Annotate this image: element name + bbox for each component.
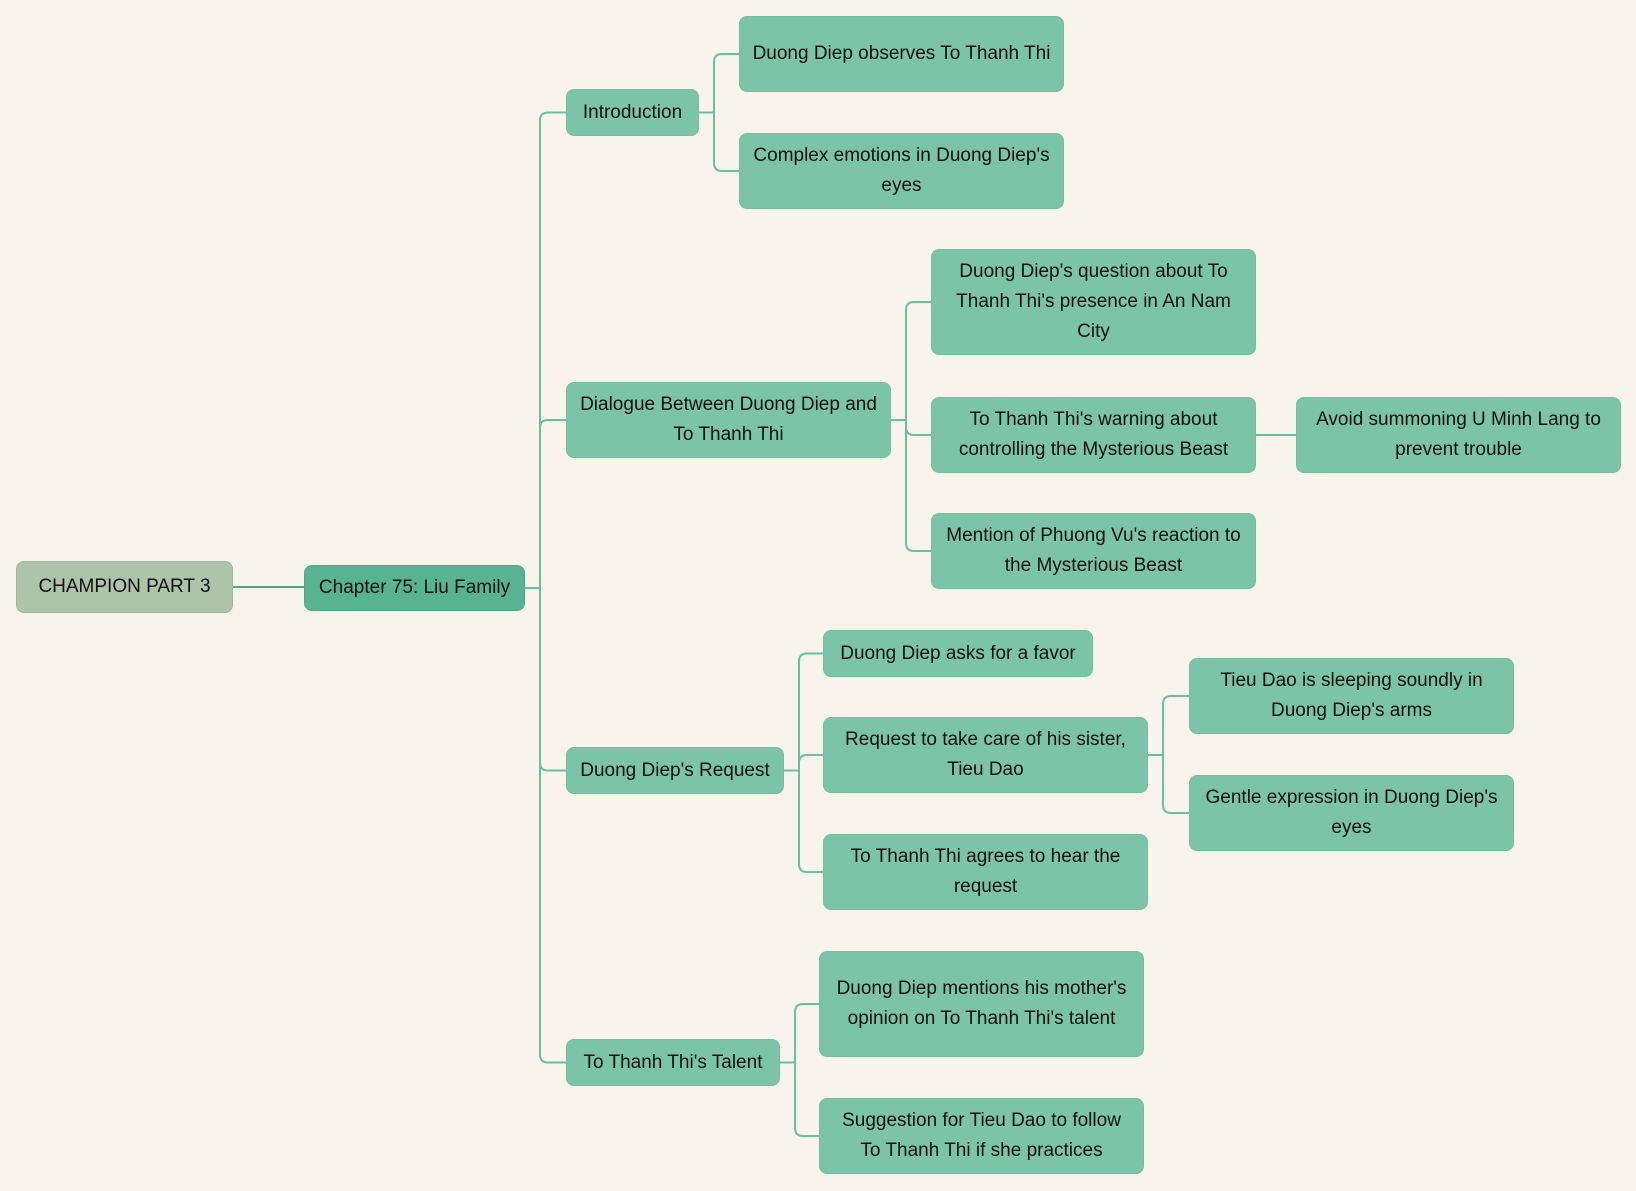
connector-line: [784, 652, 823, 772]
connector-line: [525, 587, 566, 772]
leaf-node[interactable]: Tieu Dao is sleeping soundly in Duong Di…: [1189, 658, 1514, 734]
connector-line: [891, 301, 931, 421]
connector-line: [784, 769, 823, 873]
leaf-node[interactable]: To Thanh Thi agrees to hear the request: [823, 834, 1148, 910]
connector-line: [525, 419, 566, 589]
leaf-node[interactable]: Gentle expression in Duong Diep's eyes: [1189, 775, 1514, 851]
connector-line: [699, 111, 739, 172]
connector-line: [525, 111, 566, 589]
section-talent[interactable]: To Thanh Thi's Talent: [566, 1039, 780, 1086]
leaf-node[interactable]: Duong Diep's question about To Thanh Thi…: [931, 249, 1256, 355]
leaf-node[interactable]: Duong Diep asks for a favor: [823, 630, 1093, 677]
chapter-node[interactable]: Chapter 75: Liu Family: [304, 565, 525, 611]
connector-line: [780, 1061, 819, 1137]
leaf-node[interactable]: Duong Diep observes To Thanh Thi: [739, 16, 1064, 92]
connector-line: [891, 419, 931, 436]
leaf-node[interactable]: Suggestion for Tieu Dao to follow To Tha…: [819, 1098, 1144, 1174]
connector-line: [891, 419, 931, 552]
section-dialogue[interactable]: Dialogue Between Duong Diep and To Thanh…: [566, 382, 891, 458]
connector-line: [784, 754, 823, 772]
connector-line: [1148, 754, 1189, 814]
section-introduction[interactable]: Introduction: [566, 89, 699, 136]
root-node[interactable]: CHAMPION PART 3: [16, 561, 233, 613]
connector-line: [525, 587, 566, 1064]
leaf-node[interactable]: Complex emotions in Duong Diep's eyes: [739, 133, 1064, 209]
subtopic-node[interactable]: Request to take care of his sister, Tieu…: [823, 717, 1148, 793]
subtopic-node[interactable]: To Thanh Thi's warning about controlling…: [931, 397, 1256, 473]
connector-line: [699, 53, 739, 114]
section-request[interactable]: Duong Diep's Request: [566, 747, 784, 794]
leaf-node[interactable]: Avoid summoning U Minh Lang to prevent t…: [1296, 397, 1621, 473]
connector-line: [780, 1003, 819, 1064]
connector-line: [1148, 695, 1189, 756]
leaf-node[interactable]: Mention of Phuong Vu's reaction to the M…: [931, 513, 1256, 589]
leaf-node[interactable]: Duong Diep mentions his mother's opinion…: [819, 951, 1144, 1057]
